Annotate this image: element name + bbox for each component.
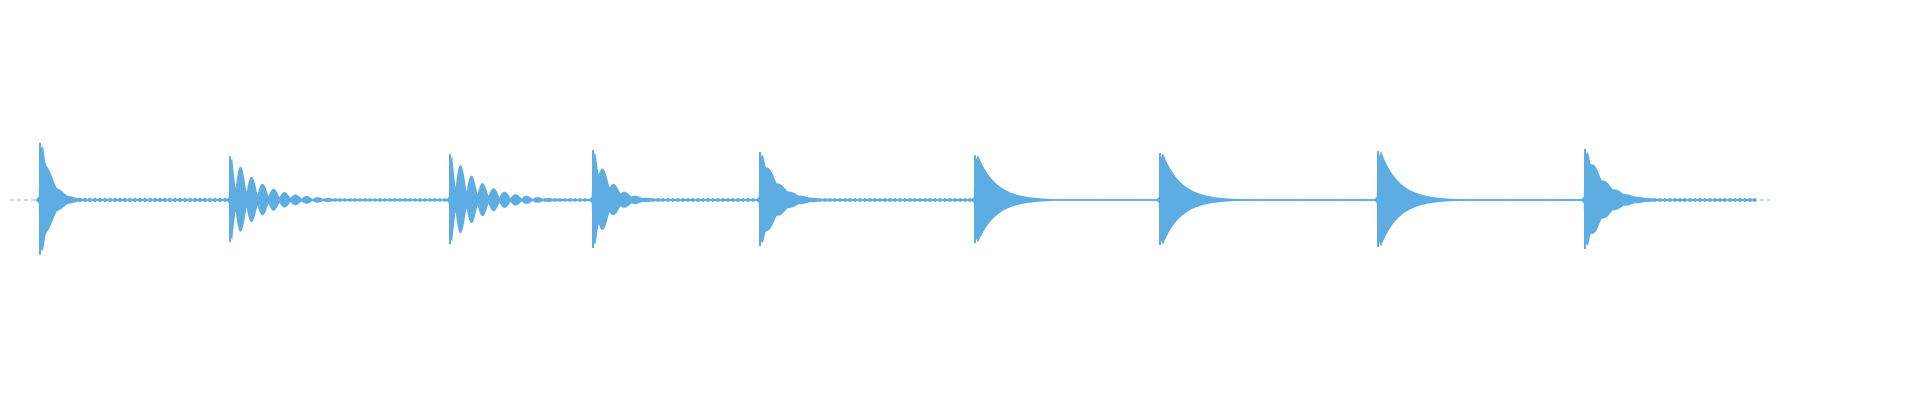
waveform-transient-1 xyxy=(35,146,227,252)
waveform-transient-7 xyxy=(1155,153,1375,245)
waveform-transient-8 xyxy=(1373,151,1582,247)
waveform-transient-5 xyxy=(755,154,972,243)
waveform-transient-9 xyxy=(1580,151,1757,246)
waveform-transient-3 xyxy=(445,156,590,242)
waveform-transient-2 xyxy=(225,158,447,240)
waveform-transient-4 xyxy=(588,152,757,246)
waveform-transient-6 xyxy=(970,155,1157,243)
